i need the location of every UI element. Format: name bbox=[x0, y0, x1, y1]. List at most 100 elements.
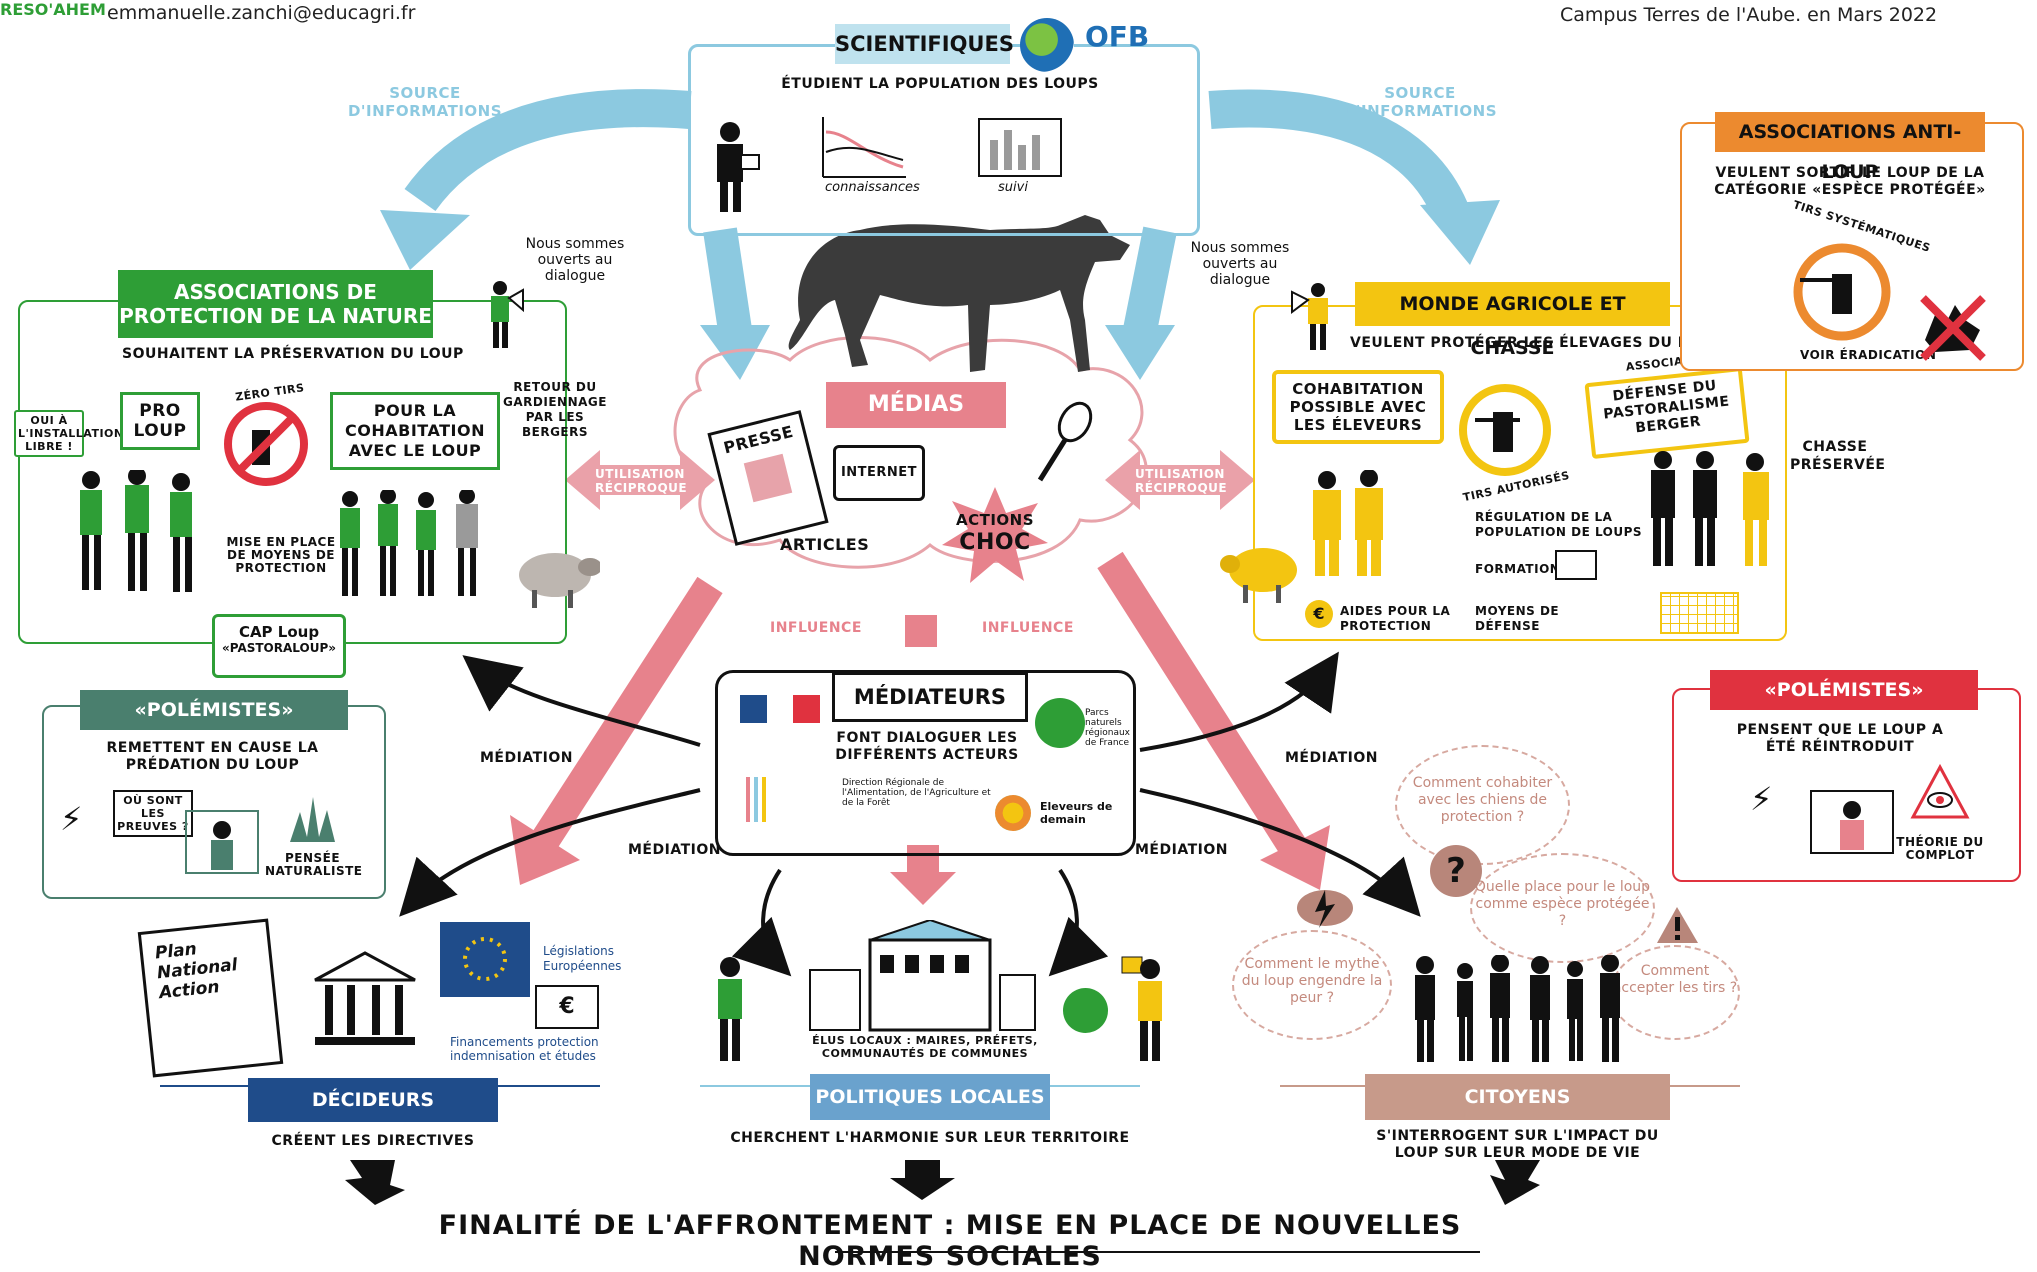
government-building-icon bbox=[310, 945, 420, 1055]
suivi-chart-icon bbox=[978, 118, 1062, 177]
storm-cloud-icon bbox=[1295, 880, 1355, 930]
cohabitation-box: COHABITATION POSSIBLE AVEC LES ÉLEVEURS bbox=[1272, 370, 1444, 444]
regulation-label: RÉGULATION DE LA POPULATION DE LOUPS bbox=[1475, 510, 1643, 539]
sheep-icon bbox=[510, 545, 600, 610]
preuves-question-bubble: OÙ SONT LES PREUVES ? bbox=[113, 790, 193, 837]
plan-national-document: Plan National Action bbox=[137, 918, 284, 1078]
info-arrow-left bbox=[404, 89, 692, 212]
megaphone-person-icon bbox=[485, 280, 525, 350]
question-bubble-tirs: Comment accepter les tirs ? bbox=[1610, 945, 1740, 1040]
utilisation-arrow-left bbox=[565, 450, 715, 510]
citoyens-title: CITOYENS CONSOMMATEURS bbox=[1365, 1074, 1670, 1154]
ofb-logo-icon bbox=[1020, 18, 1074, 72]
elus-locaux-label: ÉLUS LOCAUX : MAIRES, PRÉFETS, COMMUNAUT… bbox=[812, 1034, 1038, 1060]
microphone-icon bbox=[1025, 400, 1095, 490]
bottom-arrow-right bbox=[1490, 1160, 1540, 1205]
euro-bill-icon: € bbox=[535, 985, 599, 1029]
conspiracy-eye-icon bbox=[1910, 762, 1970, 822]
decideurs-title: DÉCIDEURS POLITIQUES bbox=[248, 1078, 498, 1155]
cohabitation-protesters-icon bbox=[330, 490, 500, 600]
right-screen-person-icon bbox=[1810, 790, 1894, 854]
draaf-label: Direction Régionale de l'Alimentation, d… bbox=[842, 778, 991, 808]
chasse-preservee: CHASSE PRÉSERVÉE bbox=[1790, 439, 1886, 473]
parc-label: Parcs naturels régionaux de France bbox=[1085, 708, 1131, 748]
citoyens-subtitle: S'INTERROGENT SUR L'IMPACT DU LOUP SUR L… bbox=[1376, 1128, 1659, 1161]
protection-title: ASSOCIATIONS DE PROTECTION DE LA NATURE bbox=[118, 270, 433, 338]
moyens-defense-label: MOYENS DE DÉFENSE bbox=[1475, 604, 1560, 633]
republique-francaise-logo bbox=[740, 695, 821, 735]
local-figure-left-icon bbox=[700, 955, 760, 1065]
polemistes-left-title: «POLÉMISTES» bbox=[80, 690, 348, 730]
ofb-label: OFB bbox=[1085, 20, 1150, 53]
scientifiques-subtitle: ÉTUDIENT LA POPULATION DES LOUPS bbox=[781, 76, 1099, 92]
cap-loup-badge: CAP Loup «PASTORALOUP» bbox=[212, 614, 346, 678]
financements-label: Financements protection indemnisation et… bbox=[450, 1035, 599, 1063]
utilisation-left: UTILISATION RÉCIPROQUE bbox=[595, 467, 688, 495]
actions-choc-burst: ACTIONS CHOC bbox=[940, 485, 1050, 585]
sign-pro-loup: PRO LOUP bbox=[120, 392, 200, 450]
sign-cohabitation: POUR LA COHABITATION AVEC LE LOUP bbox=[330, 392, 500, 470]
event-label: Campus Terres de l'Aube. en Mars 2022 bbox=[1560, 4, 1938, 26]
bottom-arrow-left bbox=[345, 1160, 405, 1205]
influence-square bbox=[905, 615, 937, 647]
cap-loup-label: CAP Loup bbox=[238, 623, 320, 641]
influence-arrow-left bbox=[532, 576, 723, 849]
author-email[interactable]: emmanuelle.zanchi@educagri.fr bbox=[107, 2, 416, 24]
decideurs-subtitle: CRÉENT LES DIRECTIVES bbox=[271, 1133, 475, 1149]
pastoraloup-label: «PASTORALOUP» bbox=[222, 641, 336, 655]
parc-naturel-logo bbox=[1035, 698, 1085, 748]
question-bubble-place: Quelle place pour le loup comme espèce p… bbox=[1470, 853, 1655, 963]
agricole-subtitle: VEULENT PROTÉGER LES ÉLEVAGES DU LOUP bbox=[1350, 335, 1722, 351]
info-arrow-down-left bbox=[703, 227, 752, 333]
locales-title: POLITIQUES LOCALES bbox=[810, 1074, 1050, 1120]
medias-title: MÉDIAS bbox=[826, 382, 1006, 428]
ministere-logo bbox=[742, 772, 812, 827]
mise-en-place-moyens: MISE EN PLACE DE MOYENS DE PROTECTION bbox=[226, 535, 336, 575]
influence-left: INFLUENCE bbox=[770, 620, 862, 636]
no-shooting-icon bbox=[222, 400, 310, 488]
info-arrow-right-head bbox=[1420, 200, 1500, 265]
anti-loup-title: ASSOCIATIONS ANTI-LOUP bbox=[1715, 112, 1985, 183]
yellow-sheep-icon bbox=[1218, 540, 1303, 605]
farmers-icon bbox=[1305, 470, 1395, 580]
polemistes-left-subtitle: REMETTENT EN CAUSE LA PRÉDATION DU LOUP bbox=[106, 740, 319, 773]
protesters-group-icon bbox=[70, 470, 210, 600]
info-arrow-down-right bbox=[1123, 226, 1177, 334]
choc-label: CHOC bbox=[959, 530, 1031, 555]
question-bubble-mythe: Comment le mythe du loup engendre la peu… bbox=[1232, 930, 1392, 1040]
parc-local-logo bbox=[1063, 988, 1108, 1033]
fence-icon bbox=[1660, 592, 1739, 634]
protection-subtitle: SOUHAITENT LA PRÉSERVATION DU LOUP bbox=[122, 346, 464, 362]
mediateurs-frame bbox=[715, 670, 1136, 856]
wolf-silhouette bbox=[788, 215, 1130, 372]
sign-oui: OUI À L'INSTALLATION LIBRE ! bbox=[14, 410, 123, 457]
finalite-title: FINALITÉ DE L'AFFRONTEMENT : MISE EN PLA… bbox=[438, 1210, 1462, 1272]
info-arrow-right bbox=[1208, 89, 1468, 219]
book-icon bbox=[1555, 550, 1597, 580]
influence-right: INFLUENCE bbox=[982, 620, 1074, 636]
mediateurs-title: MÉDIATEURS bbox=[832, 672, 1028, 722]
mediation-label-4: MÉDIATION bbox=[1135, 842, 1228, 858]
agricole-megaphone-icon bbox=[1290, 282, 1338, 352]
mediateurs-subtitle: FONT DIALOGUER LES DIFFÉRENTS ACTEURS bbox=[835, 730, 1019, 763]
polemistes-right-subtitle: PENSENT QUE LE LOUP A ÉTÉ RÉINTRODUIT bbox=[1736, 722, 1944, 755]
scientist-figures-icon bbox=[705, 120, 765, 215]
anti-loup-subtitle: VEULENT SORTIR LE LOUP DE LA CATÉGORIE «… bbox=[1714, 165, 1986, 198]
citizens-crowd-icon bbox=[1405, 955, 1630, 1065]
bottom-arrow-center bbox=[890, 1160, 955, 1200]
suivi-label: suivi bbox=[998, 180, 1028, 195]
mediation-label-2: MÉDIATION bbox=[628, 842, 721, 858]
actions-label: ACTIONS bbox=[955, 511, 1035, 529]
source-info-right: SOURCE D'INFORMATIONS bbox=[1342, 84, 1498, 120]
eleveurs-label: Eleveurs de demain bbox=[1040, 800, 1113, 826]
source-info-left: SOURCE D'INFORMATIONS bbox=[347, 84, 503, 120]
internet-box: INTERNET bbox=[833, 445, 925, 501]
hunter-circle-icon bbox=[1455, 380, 1555, 480]
eradication-label: VOIR ÉRADICATION bbox=[1800, 348, 1937, 362]
scientifiques-title: SCIENTIFIQUES bbox=[835, 24, 1014, 64]
influence-arrow-right bbox=[1097, 551, 1308, 859]
info-arrow-left-head bbox=[380, 210, 470, 270]
grass-burst-icon bbox=[285, 792, 340, 847]
reso-ahem-logo: RESO'AHEM bbox=[0, 0, 106, 19]
